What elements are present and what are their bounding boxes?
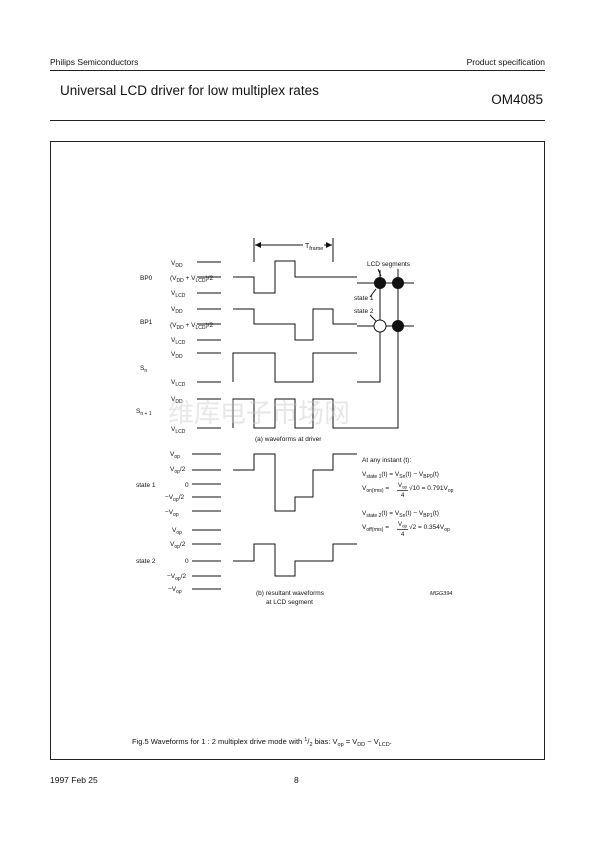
level-zero-s1: 0	[185, 482, 189, 489]
figure-frame	[50, 141, 545, 760]
eq-voff-lhs: Voff(rms) =	[362, 524, 389, 533]
level-vophalf-s1: Vop/2	[170, 466, 186, 475]
level-ticks-a	[197, 261, 221, 429]
segment-dot-bp0-sn	[374, 277, 386, 289]
level-ticks-b	[192, 453, 221, 590]
level-vdd-bp0: VDD	[171, 260, 183, 269]
level-vlcd-sn: VLCD	[171, 379, 186, 388]
eq-von-den: 4	[401, 493, 405, 499]
header-company: Philips Semiconductors	[50, 57, 139, 67]
segment-dot-bp1-sn	[373, 319, 387, 333]
sn-line	[357, 270, 381, 383]
level-vlcd-bp1: VLCD	[171, 337, 186, 346]
eq-instant: At any instant (t):	[362, 457, 411, 464]
level-vop-s2: Vop	[172, 527, 182, 536]
eq-voff-rhs: √2 = 0.354Vop	[409, 523, 450, 533]
signal-state1: state 1	[136, 482, 156, 489]
signal-bp1: BP1	[140, 319, 153, 326]
level-vlcd-sn1: VLCD	[171, 426, 186, 435]
state1-tag: state 1	[354, 295, 374, 302]
figure-caption: Fig.5 Waveforms for 1 : 2 multiplex driv…	[132, 737, 392, 748]
level-zero-s2: 0	[185, 558, 189, 565]
lcd-segments-label: LCD segments	[367, 261, 411, 268]
section-b-label-2: at LCD segment	[266, 599, 313, 606]
segment-dot-bp1-sn1	[392, 320, 404, 332]
footer-date: 1997 Feb 25	[50, 775, 98, 785]
level-vophalf-s2: Vop/2	[170, 541, 186, 550]
state1-waveform	[233, 453, 357, 512]
state2-waveform	[233, 543, 357, 577]
page-title: Universal LCD driver for low multiplex r…	[60, 83, 319, 98]
level-mid-bp0: (VDD + VLCD)/2	[170, 275, 213, 284]
sn-waveform	[232, 352, 357, 383]
eq-state2: Vstate 2(t) = VSn(t) − VBP1(t)	[362, 510, 439, 519]
tframe-label: Tframe	[305, 243, 323, 252]
level-vdd-sn1: VDD	[171, 396, 183, 405]
level-neg-half-s2: −Vop/2	[167, 573, 187, 582]
header-rule-top	[50, 70, 545, 71]
level-vlcd-bp0: VLCD	[171, 290, 186, 299]
signal-state2: state 2	[136, 558, 156, 565]
section-b-label-1: (b) resultant waveforms	[256, 590, 325, 597]
arrow-state1	[369, 288, 377, 298]
eq-von-rhs: √10 = 0.791Vop	[409, 484, 454, 494]
state2-tag: state 2	[354, 308, 374, 315]
eq-voff-num: Vop	[398, 522, 408, 529]
eq-von-lhs: Von(rms) =	[362, 485, 389, 494]
arrow-lcd-segments	[377, 268, 399, 277]
level-mid-bp1: (VDD + VLCD)/2	[170, 322, 213, 331]
arrow-state2	[369, 314, 377, 322]
section-a-label: (a) waveforms at driver	[255, 436, 322, 443]
tframe-arrowhead-right	[326, 242, 332, 248]
level-vdd-sn: VDD	[171, 351, 183, 360]
sn1-line	[357, 270, 399, 429]
segment-dot-bp0-sn1	[392, 277, 404, 289]
level-neg-s2: −Vop	[168, 586, 182, 595]
footer-page-number: 8	[294, 775, 299, 785]
eq-state1: Vstate 1(t) = VSn(t) − VBP0(t)	[362, 471, 439, 480]
signal-sn1: Sn + 1	[136, 408, 152, 417]
sn1-waveform	[232, 398, 357, 429]
signal-bp0: BP0	[140, 275, 153, 282]
signal-sn: Sn	[140, 365, 147, 374]
level-vop-s1: Vop	[170, 451, 180, 460]
level-neg-s1: −Vop	[165, 509, 179, 518]
bp1-waveform	[233, 308, 357, 341]
figure-code: MGG394	[430, 591, 452, 597]
eq-von-num: Vop	[398, 483, 408, 490]
watermark: 维库电子市场网	[168, 399, 350, 429]
header-rule-bottom	[50, 120, 545, 121]
tframe-arrowhead-left	[255, 242, 261, 248]
part-number: OM4085	[491, 92, 543, 107]
eq-voff-den: 4	[401, 532, 405, 538]
level-neg-half-s1: −Vop/2	[165, 494, 185, 503]
bp0-waveform	[233, 260, 357, 294]
header-doc-type: Product specification	[466, 57, 545, 67]
level-vdd-bp1: VDD	[171, 306, 183, 315]
